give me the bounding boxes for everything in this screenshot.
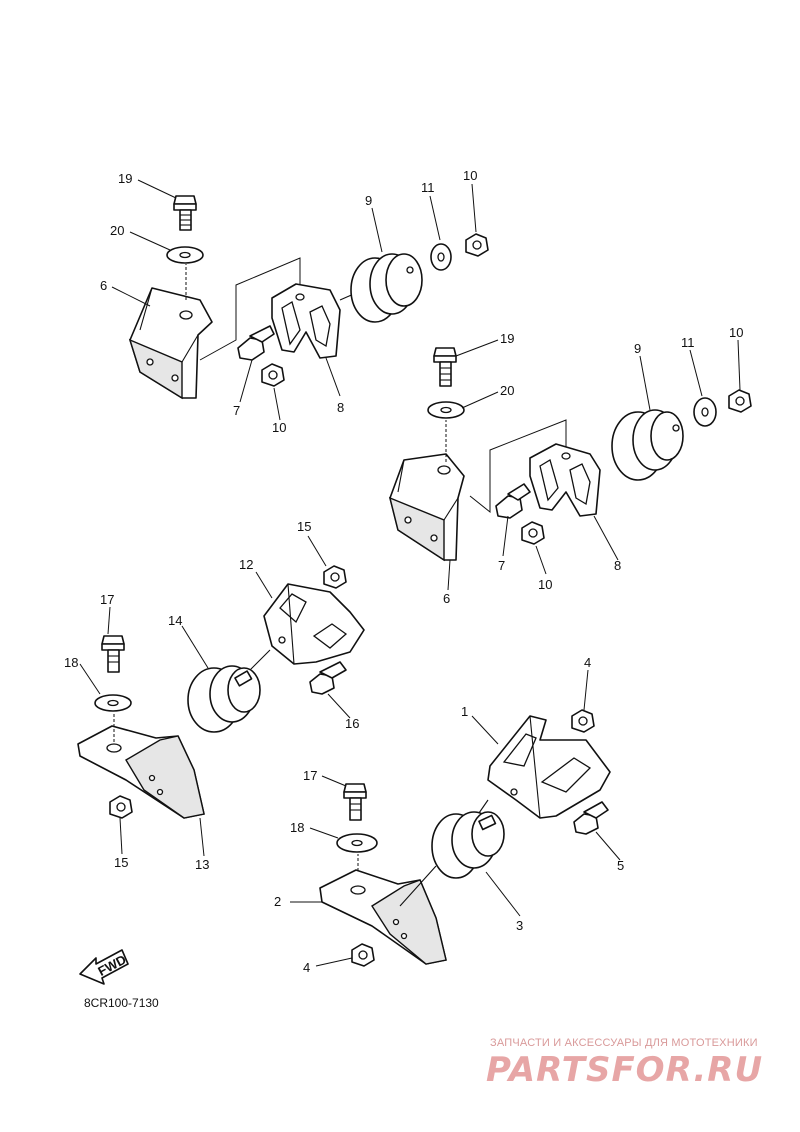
bracket-6-upper-right <box>388 453 465 562</box>
lower-right-mount-assembly <box>319 709 611 967</box>
bracket-13 <box>77 725 205 819</box>
fwd-arrow-icon: FWD <box>79 949 129 985</box>
callout-17: 17 <box>303 768 317 783</box>
washer-18-middle-left <box>94 694 132 712</box>
callout-8: 8 <box>614 558 621 573</box>
callout-14: 14 <box>168 613 182 628</box>
nut-10-upper-right-end <box>728 389 752 413</box>
nut-10-upper-left <box>261 363 285 387</box>
watermark-tagline: ЗАПЧАСТИ И АКСЕССУАРЫ ДЛЯ МОТОТЕХНИКИ <box>490 1037 758 1049</box>
nut-4-lower-right-bottom <box>351 943 375 967</box>
callout-10: 10 <box>463 168 477 183</box>
bracket-8-upper-right <box>529 443 601 517</box>
callout-6: 6 <box>443 591 450 606</box>
bolt-17-middle-left <box>101 635 125 673</box>
callout-12: 12 <box>239 557 253 572</box>
callout-7: 7 <box>233 403 240 418</box>
bracket-1 <box>487 715 611 819</box>
callout-15: 15 <box>297 519 311 534</box>
damper-3 <box>431 811 505 879</box>
callout-labels: 19 20 6 7 10 8 9 11 10 19 20 9 11 10 7 1… <box>64 168 743 975</box>
callout-16: 16 <box>345 716 359 731</box>
callout-17: 17 <box>100 592 114 607</box>
callout-3: 3 <box>516 918 523 933</box>
nut-15-middle-left-lower <box>109 795 133 819</box>
bracket-8-upper-left <box>271 283 341 359</box>
callout-11: 11 <box>681 335 695 350</box>
bolt-7-upper-left <box>237 325 275 361</box>
bracket-6-upper-left <box>128 287 213 400</box>
callout-20: 20 <box>500 383 514 398</box>
callout-leaders <box>79 179 741 967</box>
drawing-code: 8CR100-7130 <box>84 996 159 1010</box>
nut-4-lower-right-top <box>571 709 595 733</box>
callout-19: 19 <box>500 331 514 346</box>
callout-19: 19 <box>118 171 132 186</box>
damper-14 <box>187 665 261 733</box>
washer-20-upper-right <box>427 401 465 419</box>
callout-4: 4 <box>584 655 591 670</box>
callout-9: 9 <box>365 193 372 208</box>
callout-4: 4 <box>303 960 310 975</box>
bolt-7-upper-right <box>495 483 531 519</box>
nut-10-upper-left-end <box>465 233 489 257</box>
middle-left-mount-assembly <box>77 565 365 819</box>
callout-10: 10 <box>538 577 552 592</box>
callout-15: 15 <box>114 855 128 870</box>
watermark-logo: PARTSFOR.RU <box>486 1050 764 1090</box>
callout-7: 7 <box>498 558 505 573</box>
bolt-19-upper-right <box>433 347 457 387</box>
bracket-2 <box>319 869 447 965</box>
nut-10-upper-right <box>521 521 545 545</box>
fwd-label: FWD <box>95 952 128 979</box>
callout-11: 11 <box>421 180 435 195</box>
callout-2: 2 <box>274 894 281 909</box>
callout-10: 10 <box>729 325 743 340</box>
callout-1: 1 <box>461 704 468 719</box>
callout-18: 18 <box>290 820 304 835</box>
upper-left-mount-assembly <box>128 195 489 400</box>
bolt-5 <box>573 801 609 835</box>
damper-9-upper-right <box>611 409 684 481</box>
callout-5: 5 <box>617 858 624 873</box>
washer-18-lower-right <box>336 833 378 853</box>
bolt-16 <box>309 661 347 695</box>
callout-13: 13 <box>195 857 209 872</box>
callout-10: 10 <box>272 420 286 435</box>
nut-15-middle-left <box>323 565 347 589</box>
bolt-17-lower-right <box>343 783 367 821</box>
callout-20: 20 <box>110 223 124 238</box>
callout-18: 18 <box>64 655 78 670</box>
damper-9-upper-left <box>339 253 423 323</box>
callout-6: 6 <box>100 278 107 293</box>
callout-8: 8 <box>337 400 344 415</box>
callout-9: 9 <box>634 341 641 356</box>
washer-20-upper-left <box>166 246 204 264</box>
bolt-19-upper-left <box>173 195 197 231</box>
bracket-12 <box>263 583 365 665</box>
upper-right-mount-assembly <box>388 347 752 562</box>
